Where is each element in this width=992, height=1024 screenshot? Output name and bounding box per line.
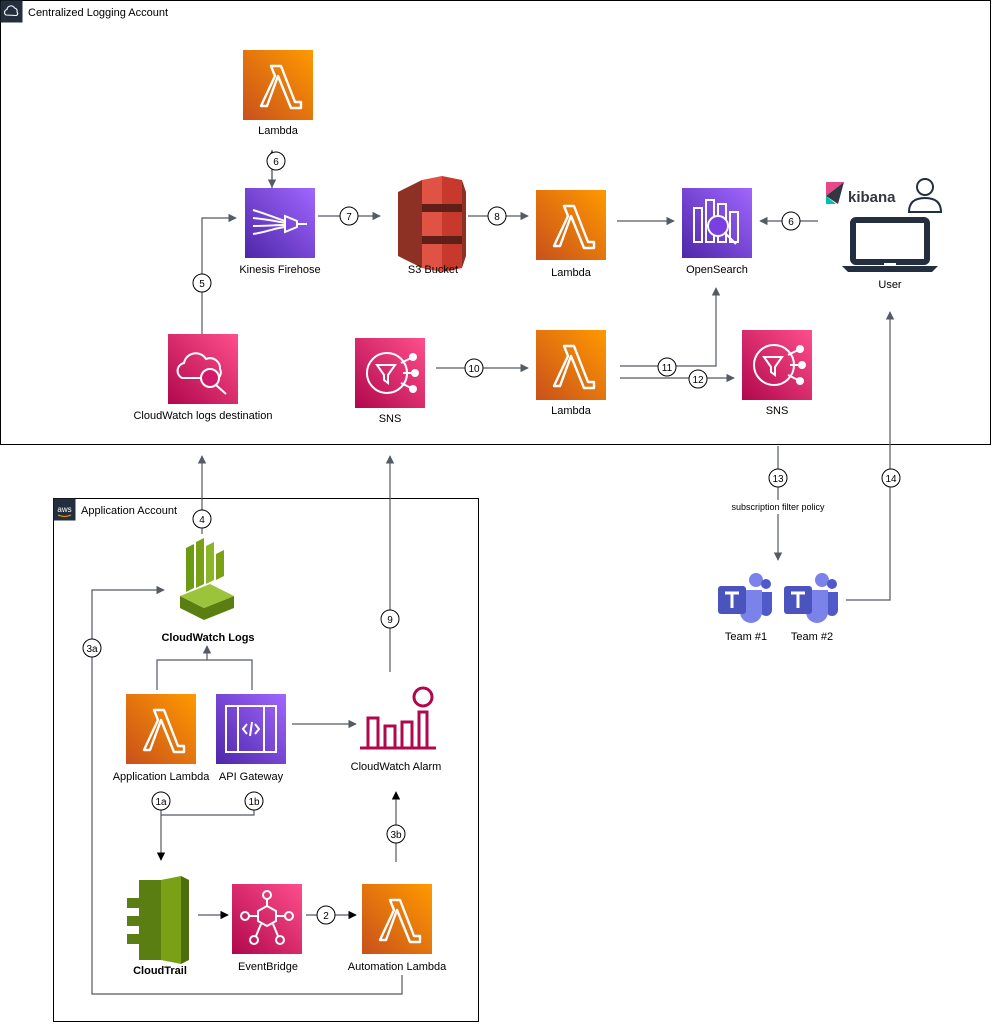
user-person-icon: [907, 178, 943, 213]
svg-text:4: 4: [199, 515, 205, 526]
eventbridge-icon[interactable]: [232, 884, 302, 954]
svg-text:13: 13: [772, 474, 784, 485]
user-label: User: [878, 279, 902, 291]
step-badge-3a: 3a: [82, 638, 102, 658]
kibana-logo-icon: [826, 182, 844, 204]
cloudwatch-logs-label: CloudWatch Logs: [161, 632, 254, 644]
sns-left-label: SNS: [379, 413, 402, 425]
svg-text:1b: 1b: [248, 797, 260, 808]
step-badge-9: 9: [380, 609, 400, 629]
sns-left-icon[interactable]: [355, 338, 425, 408]
svg-text:3b: 3b: [390, 830, 402, 841]
cloudwatch-alarm-icon[interactable]: [360, 686, 436, 750]
svg-text:10: 10: [468, 364, 480, 375]
cloudwatch-logs-destination-label: CloudWatch logs destination: [133, 410, 272, 422]
step-badge-2: 2: [316, 905, 336, 925]
aws-logo-icon: aws: [57, 505, 71, 514]
svg-text:11: 11: [662, 363, 673, 374]
kinesis-firehose-label: Kinesis Firehose: [239, 264, 320, 276]
api-gateway-label: API Gateway: [219, 771, 284, 783]
connector-apps-to-logs: [156, 659, 253, 690]
automation-lambda-label: Automation Lambda: [348, 961, 447, 973]
step-badge-1a: 1a: [151, 791, 171, 811]
eventbridge-label: EventBridge: [238, 961, 298, 973]
svg-text:8: 8: [494, 212, 500, 223]
team-1-label: Team #1: [725, 631, 767, 643]
step-badge-10: 10: [464, 358, 484, 378]
lambda-low-label: Lambda: [551, 405, 592, 417]
lambda-mid-label: Lambda: [551, 267, 592, 279]
step-badge-4: 4: [192, 509, 212, 529]
svg-text:3a: 3a: [86, 644, 98, 655]
connector-apigw-to-cloudtrail: [161, 795, 255, 816]
application-lambda-icon[interactable]: [126, 694, 196, 764]
lambda-mid-icon[interactable]: [536, 190, 606, 260]
step-badge-1b: 1b: [244, 791, 264, 811]
step-badge-12: 12: [688, 369, 708, 389]
step-badge-14: 14: [881, 468, 901, 488]
cloudtrail-icon[interactable]: [127, 876, 189, 964]
cloudwatch-logs-destination-icon[interactable]: [168, 334, 238, 404]
step-badge-6a: 6: [266, 151, 286, 171]
svg-text:14: 14: [885, 474, 897, 485]
cloudwatch-logs-icon[interactable]: [180, 538, 234, 620]
teams-2-icon[interactable]: [784, 573, 838, 623]
subscription-filter-label: subscription filter policy: [731, 502, 825, 512]
automation-lambda-icon[interactable]: [362, 884, 432, 954]
step-badge-7: 7: [339, 206, 359, 226]
sns-right-label: SNS: [766, 405, 789, 417]
s3-bucket-label: S3 Bucket: [408, 264, 458, 276]
sns-right-icon[interactable]: [742, 330, 812, 400]
s3-bucket-icon[interactable]: [398, 176, 466, 272]
step-badge-13: 13: [768, 468, 788, 488]
svg-text:6: 6: [273, 157, 279, 168]
centralized-logging-account-group: Centralized Logging Account: [0, 0, 991, 445]
svg-text:9: 9: [387, 615, 393, 626]
kibana-label: kibana: [848, 189, 896, 206]
connector-teams-to-user: [846, 311, 895, 601]
application-account-label: Application Account: [81, 505, 177, 517]
laptop-icon[interactable]: [842, 217, 938, 272]
svg-text:6: 6: [788, 217, 794, 228]
application-account-group: aws Application Account: [53, 498, 479, 1022]
application-lambda-label: Application Lambda: [113, 771, 211, 783]
svg-text:12: 12: [692, 375, 704, 386]
connector-automation-to-logs: [91, 585, 403, 995]
step-badge-11: 11: [657, 357, 677, 377]
team-2-label: Team #2: [791, 631, 833, 643]
connector-destination-to-firehose: [201, 213, 237, 334]
lambda-low-icon[interactable]: [536, 330, 606, 400]
opensearch-icon[interactable]: [682, 188, 752, 258]
connector-lambda-to-opensearch-alerts: [620, 287, 721, 367]
step-badge-3b: 3b: [386, 824, 406, 844]
step-badge-5: 5: [192, 273, 212, 293]
lambda-top-label: Lambda: [258, 125, 299, 137]
svg-text:5: 5: [199, 279, 205, 290]
svg-text:2: 2: [323, 911, 329, 922]
opensearch-label: OpenSearch: [686, 264, 748, 276]
lambda-top-icon[interactable]: [243, 50, 313, 120]
cloudwatch-alarm-label: CloudWatch Alarm: [351, 761, 442, 773]
svg-text:1a: 1a: [155, 797, 167, 808]
svg-text:7: 7: [346, 212, 352, 223]
step-badges: 6 7 8 6 5 10 11 12 13 14 4 9 3a 1a 1b 3b…: [82, 151, 901, 925]
cloudtrail-label: CloudTrail: [133, 965, 187, 977]
step-badge-8: 8: [487, 206, 507, 226]
kinesis-firehose-icon[interactable]: [245, 188, 315, 258]
cloud-icon: [4, 5, 19, 17]
centralized-logging-account-label: Centralized Logging Account: [28, 7, 168, 19]
api-gateway-icon[interactable]: [216, 694, 286, 764]
step-badge-6b: 6: [781, 211, 801, 231]
teams-1-icon[interactable]: [718, 573, 772, 623]
